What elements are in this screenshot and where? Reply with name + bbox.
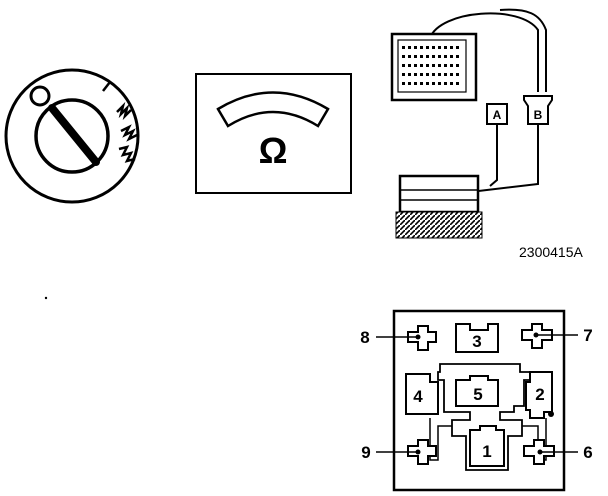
relay-pin-5-label: 5 <box>473 385 482 404</box>
rotary-selector-dial <box>4 68 140 204</box>
figure-id: 2300415A <box>519 244 583 260</box>
terminal-8-label: 8 <box>360 328 369 347</box>
probe-connector-assembly: A B <box>390 8 553 239</box>
stray-mark <box>44 296 48 300</box>
relay-pin-3: 3 <box>455 323 499 353</box>
relay-pin-2: 2 <box>525 371 554 419</box>
relay-housing <box>392 309 566 492</box>
relay-pin-1: 1 <box>469 425 505 467</box>
component-socket <box>395 174 483 239</box>
relay-inner-outline <box>437 363 531 471</box>
relay-pin-1-label: 1 <box>482 442 491 461</box>
relay-pin-2-label: 2 <box>535 385 544 404</box>
probe-a-label: A <box>493 108 502 122</box>
relay-terminal-9 <box>407 439 437 465</box>
dial-scale-marks <box>102 81 138 163</box>
probe-b: B <box>523 95 553 125</box>
terminal-9-label: 9 <box>361 443 370 462</box>
probe-b-label: B <box>534 108 543 122</box>
relay-pin-4: 4 <box>405 373 439 415</box>
relay-pin-5: 5 <box>455 375 499 407</box>
relay-terminal-8 <box>407 325 437 351</box>
terminal-6-label: 6 <box>583 443 592 462</box>
dial-knob <box>34 98 110 174</box>
pin-connector-block <box>390 32 478 102</box>
meter-scale-arc <box>216 91 330 128</box>
terminal-leader-dots <box>415 332 543 455</box>
probe-a: A <box>486 103 508 125</box>
terminal-leader-lines <box>376 334 578 453</box>
dial-indicator-dot <box>29 85 51 107</box>
relay-pin-4-label: 4 <box>413 387 423 406</box>
relay-pin-2-dot <box>548 411 554 417</box>
ohm-symbol: Ω <box>259 130 288 171</box>
relay-pinout-diagram: 3 5 4 2 1 <box>376 309 578 492</box>
relay-pin-3-label: 3 <box>472 332 481 351</box>
dial-pointer <box>48 104 100 166</box>
dial-outer-ring <box>4 68 140 204</box>
ohmmeter-display: Ω <box>195 73 352 194</box>
terminal-labels: 8 7 9 6 <box>360 326 592 462</box>
connector-pin-grid <box>402 46 459 85</box>
socket-base-hatching <box>395 211 483 239</box>
terminal-7-label: 7 <box>583 326 592 345</box>
probe-wires <box>429 8 547 193</box>
